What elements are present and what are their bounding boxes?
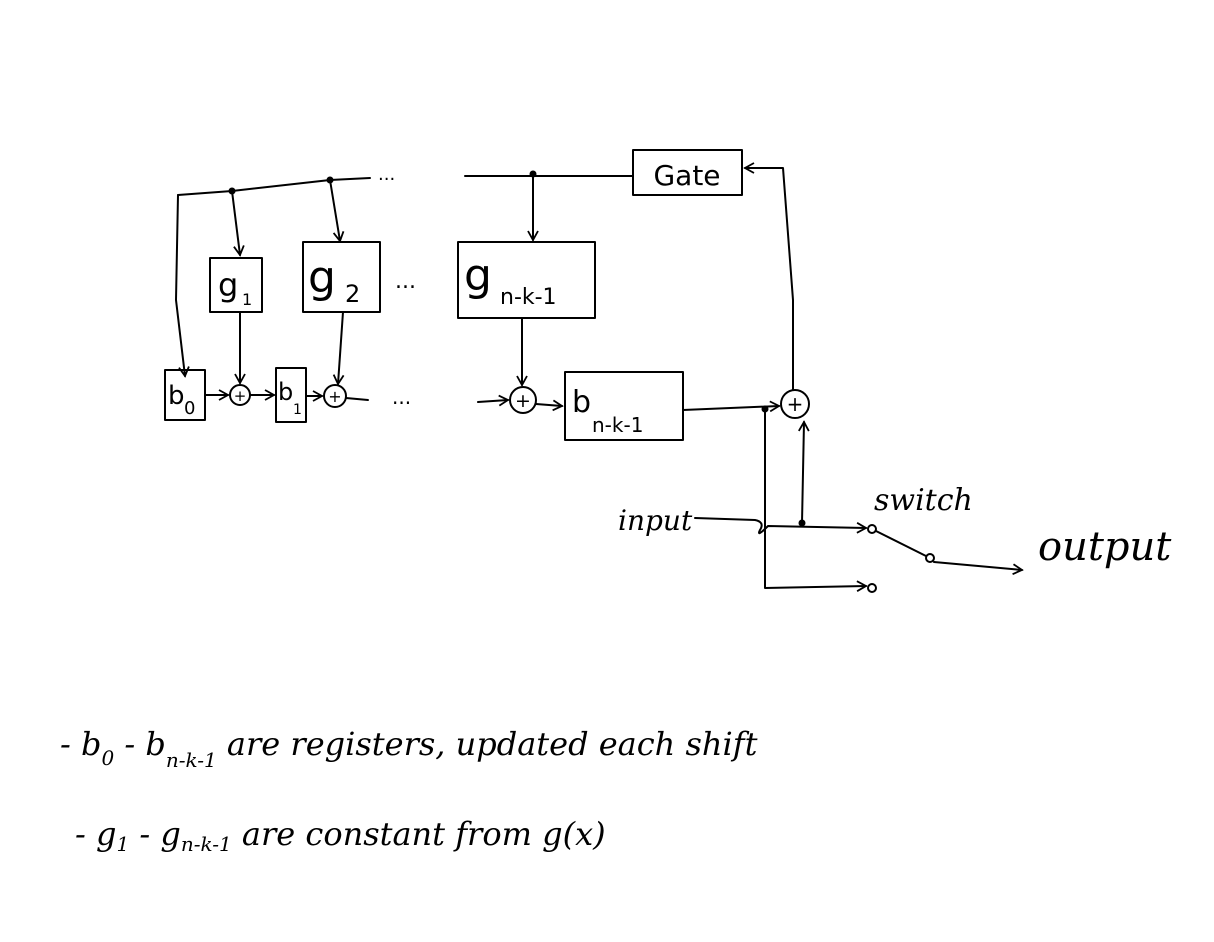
b0-subscript: 0 — [184, 398, 195, 419]
adder-3: + — [509, 386, 537, 414]
b1-register: b 1 — [275, 367, 307, 423]
switch-contact-upper — [867, 524, 877, 534]
b0-register: b 0 — [164, 369, 206, 421]
note-text: are constant from g(x) — [232, 815, 606, 853]
bnk-subscript: n-k-1 — [592, 413, 643, 437]
output-label: output — [1038, 524, 1172, 570]
adder-symbol: + — [328, 387, 341, 406]
switch-arm — [875, 530, 927, 557]
adder-1: + — [229, 384, 251, 406]
note-text: - b — [114, 725, 166, 763]
note-registers: - b0 - bn-k-1 are registers, updated eac… — [60, 725, 758, 772]
adder-2: + — [323, 384, 347, 408]
svg-text:- b0 - bn-k-1 are registers, u: - b0 - bn-k-1 are registers, updated eac… — [60, 725, 758, 772]
bnk-label: b — [572, 385, 591, 420]
chain-ellipsis: ... — [392, 385, 411, 409]
b1-subscript: 1 — [293, 402, 302, 418]
note-text: - b — [60, 725, 101, 763]
g1-label: g — [218, 266, 238, 304]
note-text: - g — [129, 815, 181, 853]
gnk-label: g — [464, 250, 492, 301]
switch-pivot — [925, 553, 935, 563]
note-text: are registers, updated each shift — [217, 725, 758, 763]
g1-block: g 1 — [209, 257, 263, 313]
note-subscript: 0 — [101, 746, 114, 770]
b1-label: b — [278, 378, 293, 406]
input-label: input — [618, 504, 693, 537]
g-ellipsis: ... — [395, 269, 416, 294]
gnk-block: g n-k-1 — [457, 241, 596, 319]
feedback-bus: ... — [175, 164, 634, 378]
adder-symbol: + — [515, 390, 531, 412]
note-subscript: 1 — [116, 832, 129, 856]
b0-label: b — [168, 381, 185, 411]
switch-label: switch — [874, 483, 973, 518]
g1-subscript: 1 — [242, 290, 252, 309]
gate-block: Gate — [632, 149, 794, 391]
bnk-register: b n-k-1 — [564, 371, 684, 441]
svg-text:- g1 - gn-k-1 are constant fro: - g1 - gn-k-1 are constant from g(x) — [75, 815, 606, 856]
gnk-subscript: n-k-1 — [500, 285, 557, 310]
bus-ellipsis: ... — [378, 164, 395, 185]
g2-block: g 2 — [302, 241, 381, 313]
gate-label: Gate — [653, 159, 720, 192]
adder-symbol: + — [234, 387, 247, 405]
adder-symbol: + — [787, 392, 804, 416]
note-constants: - g1 - gn-k-1 are constant from g(x) — [75, 815, 606, 856]
note-text: - g — [75, 815, 116, 853]
note-subscript: n-k-1 — [166, 748, 217, 772]
g2-subscript: 2 — [345, 280, 360, 308]
switch-contact-lower — [867, 583, 877, 593]
g2-label: g — [308, 252, 336, 303]
adder-output: + — [780, 389, 810, 419]
note-subscript: n-k-1 — [181, 832, 232, 856]
